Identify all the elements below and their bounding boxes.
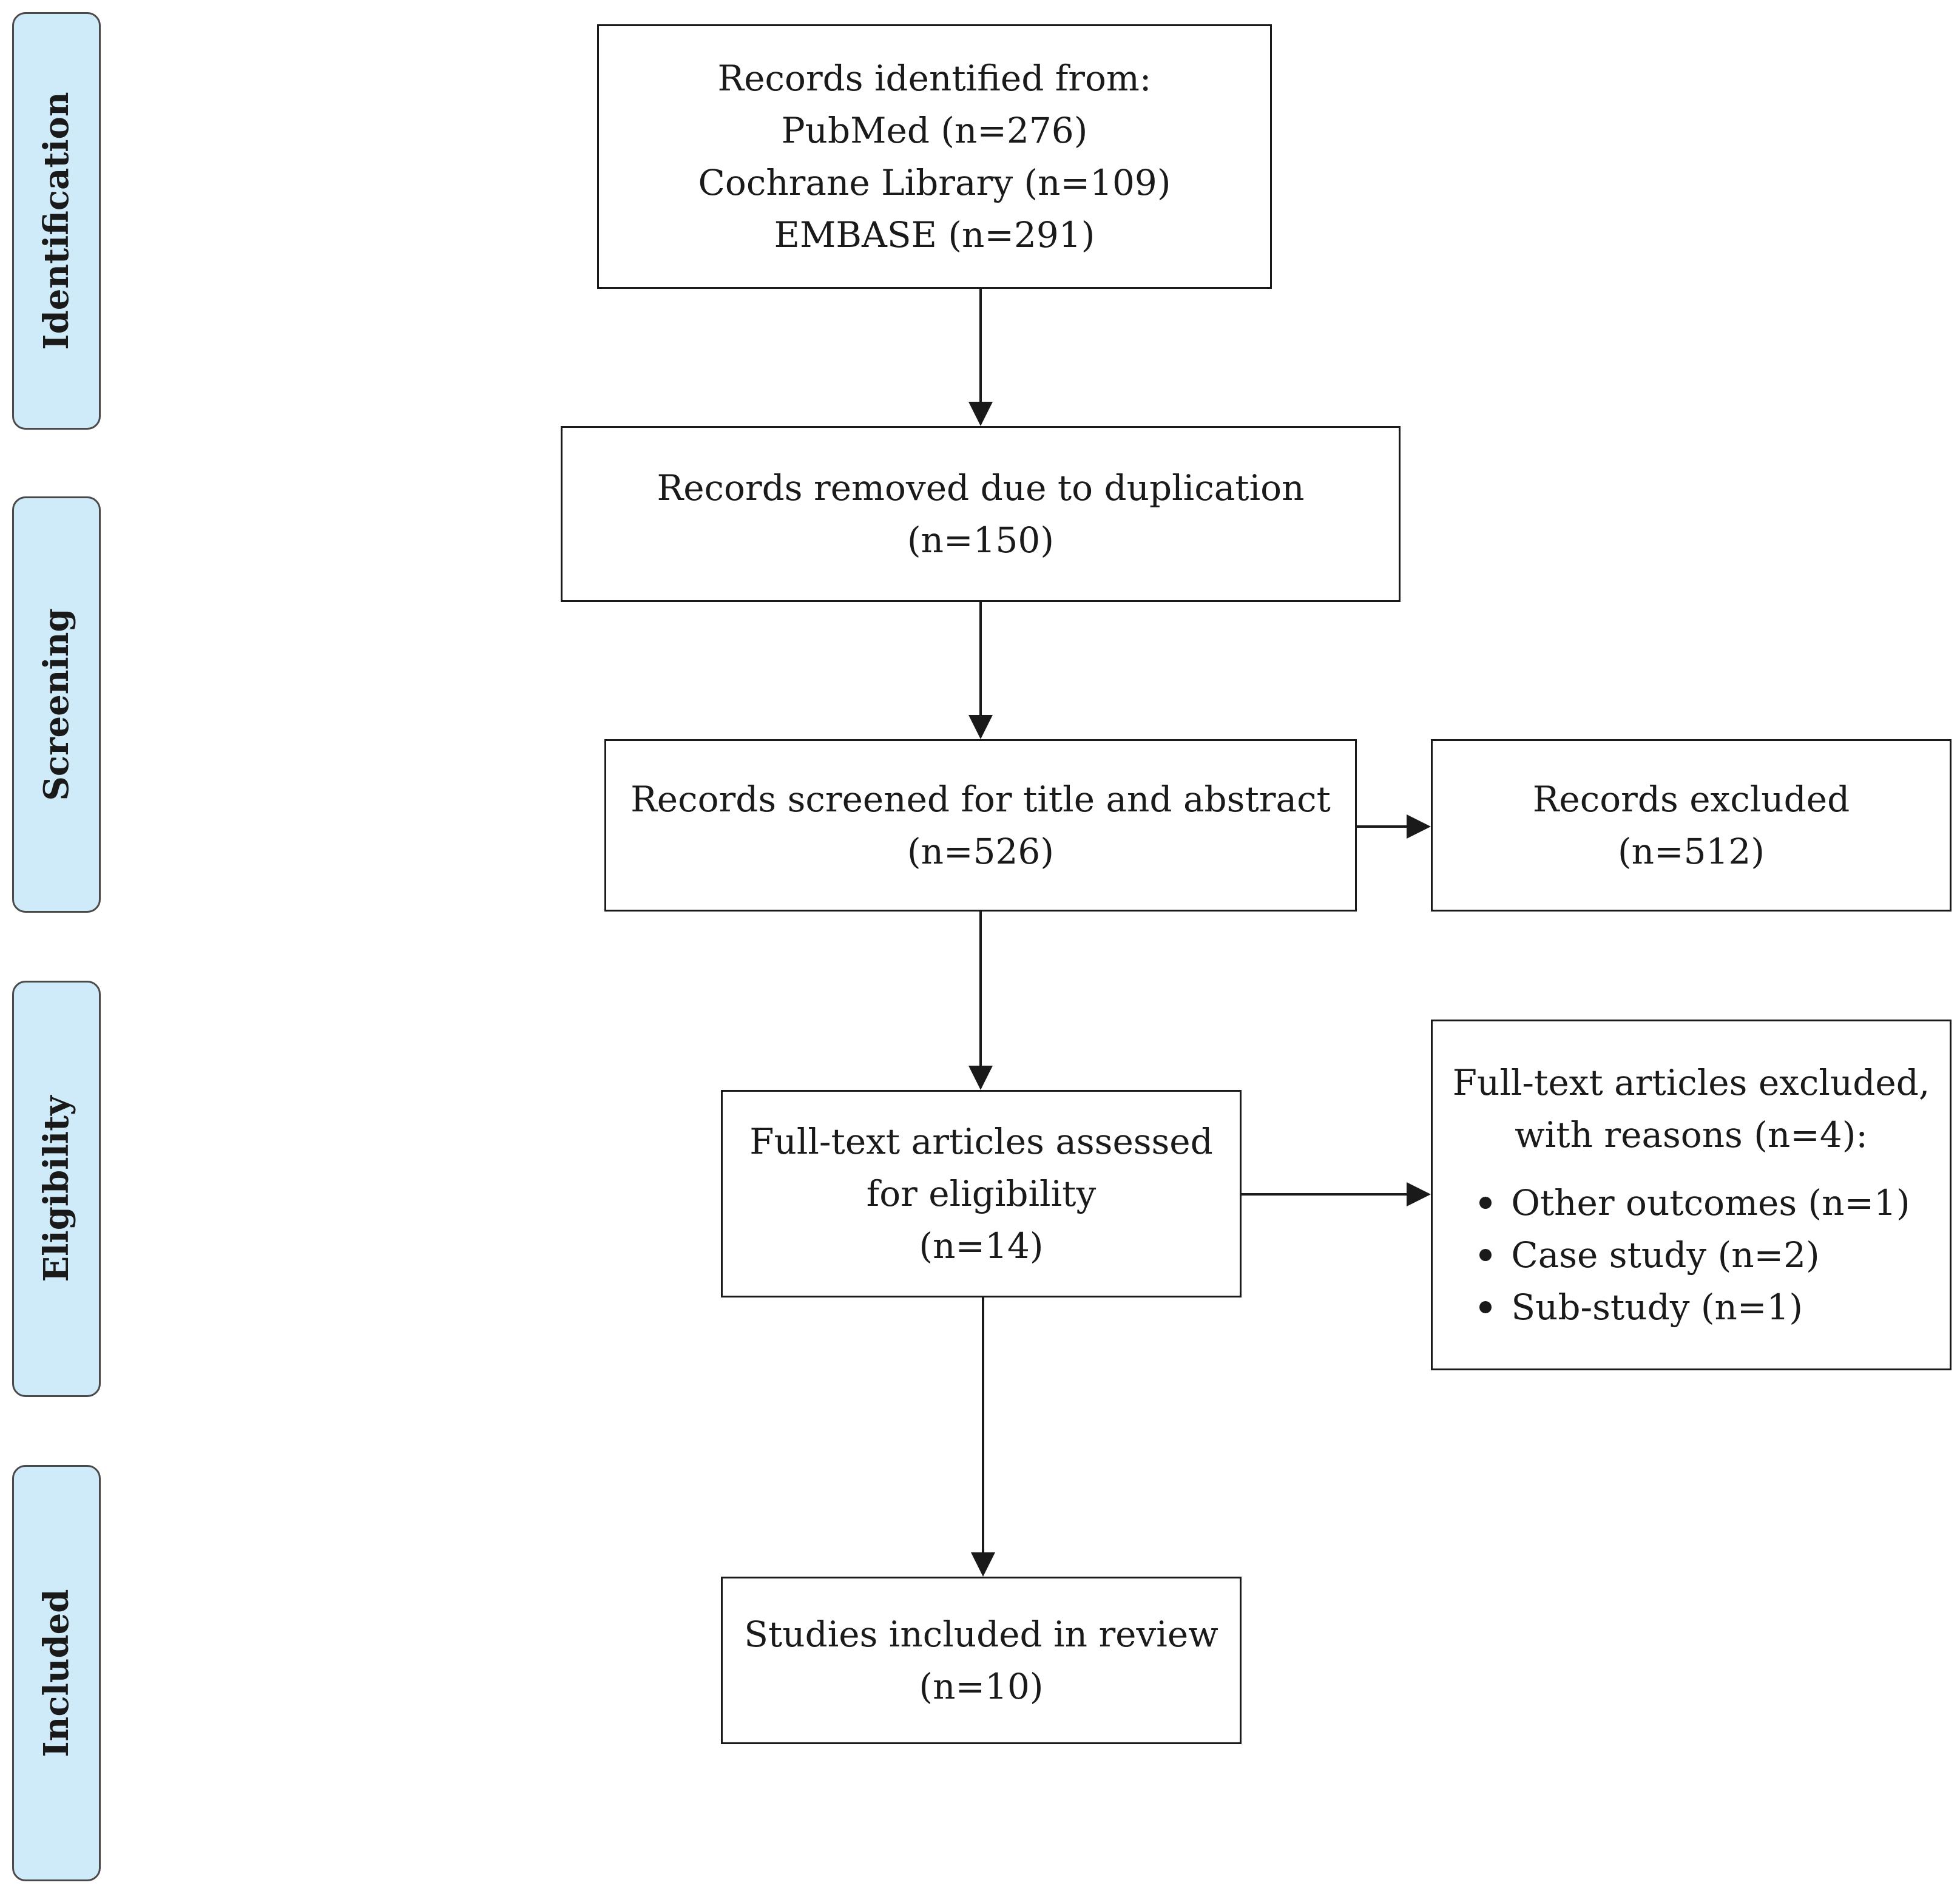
bullet-icon <box>1479 1301 1492 1313</box>
bullet-icon <box>1479 1197 1492 1209</box>
stage-eligibility-label: Eligibility <box>36 1095 76 1282</box>
records-excluded-count: (n=512) <box>1618 831 1765 872</box>
stage-included-label: Included <box>36 1589 76 1757</box>
fulltext-assessed-count: (n=14) <box>919 1225 1044 1267</box>
stage-screening: Screening <box>12 496 101 913</box>
stage-identification-label: Identification <box>36 92 76 350</box>
duplicates-removed-count: (n=150) <box>907 519 1054 561</box>
studies-included-box: Studies included in review (n=10) <box>721 1577 1242 1744</box>
records-identified-heading: Records identified from: <box>717 58 1152 99</box>
stage-eligibility: Eligibility <box>12 981 101 1397</box>
exclusion-reason-text: Other outcomes (n=1) <box>1511 1182 1910 1223</box>
records-excluded-box: Records excluded (n=512) <box>1431 739 1952 912</box>
exclusion-reason-text: Sub-study (n=1) <box>1511 1287 1803 1328</box>
stage-included: Included <box>12 1465 101 1881</box>
cochrane-count: Cochrane Library (n=109) <box>698 162 1171 203</box>
duplicates-removed-box: Records removed due to duplication (n=15… <box>561 426 1401 602</box>
records-screened-box: Records screened for title and abstract … <box>604 739 1357 912</box>
records-excluded-label: Records excluded <box>1532 779 1850 820</box>
fulltext-assessed-box: Full-text articles assessed for eligibil… <box>721 1090 1242 1297</box>
studies-included-count: (n=10) <box>919 1666 1044 1707</box>
bullet-icon <box>1479 1249 1492 1261</box>
fulltext-assessed-label-2: for eligibility <box>866 1173 1097 1214</box>
fulltext-excluded-box: Full-text articles excluded, with reason… <box>1431 1020 1952 1370</box>
fulltext-excluded-label-1: Full-text articles excluded, <box>1452 1062 1930 1103</box>
exclusion-reason-text: Case study (n=2) <box>1511 1234 1820 1276</box>
exclusion-reason-item: Sub-study (n=1) <box>1472 1281 1910 1333</box>
duplicates-removed-label: Records removed due to duplication <box>657 467 1305 509</box>
fulltext-excluded-label-2: with reasons (n=4): <box>1515 1114 1868 1155</box>
pubmed-count: PubMed (n=276) <box>781 110 1088 151</box>
records-screened-count: (n=526) <box>907 831 1054 872</box>
stage-screening-label: Screening <box>36 608 76 801</box>
fulltext-assessed-label-1: Full-text articles assessed <box>749 1121 1213 1162</box>
exclusion-reasons-list: Other outcomes (n=1) Case study (n=2) Su… <box>1472 1177 1910 1333</box>
exclusion-reason-item: Other outcomes (n=1) <box>1472 1177 1910 1229</box>
records-identified-box: Records identified from: PubMed (n=276) … <box>597 24 1272 289</box>
studies-included-label: Studies included in review <box>744 1614 1218 1655</box>
exclusion-reason-item: Case study (n=2) <box>1472 1229 1910 1281</box>
stage-identification: Identification <box>12 12 101 430</box>
records-screened-label: Records screened for title and abstract <box>630 779 1331 820</box>
embase-count: EMBASE (n=291) <box>774 214 1095 255</box>
